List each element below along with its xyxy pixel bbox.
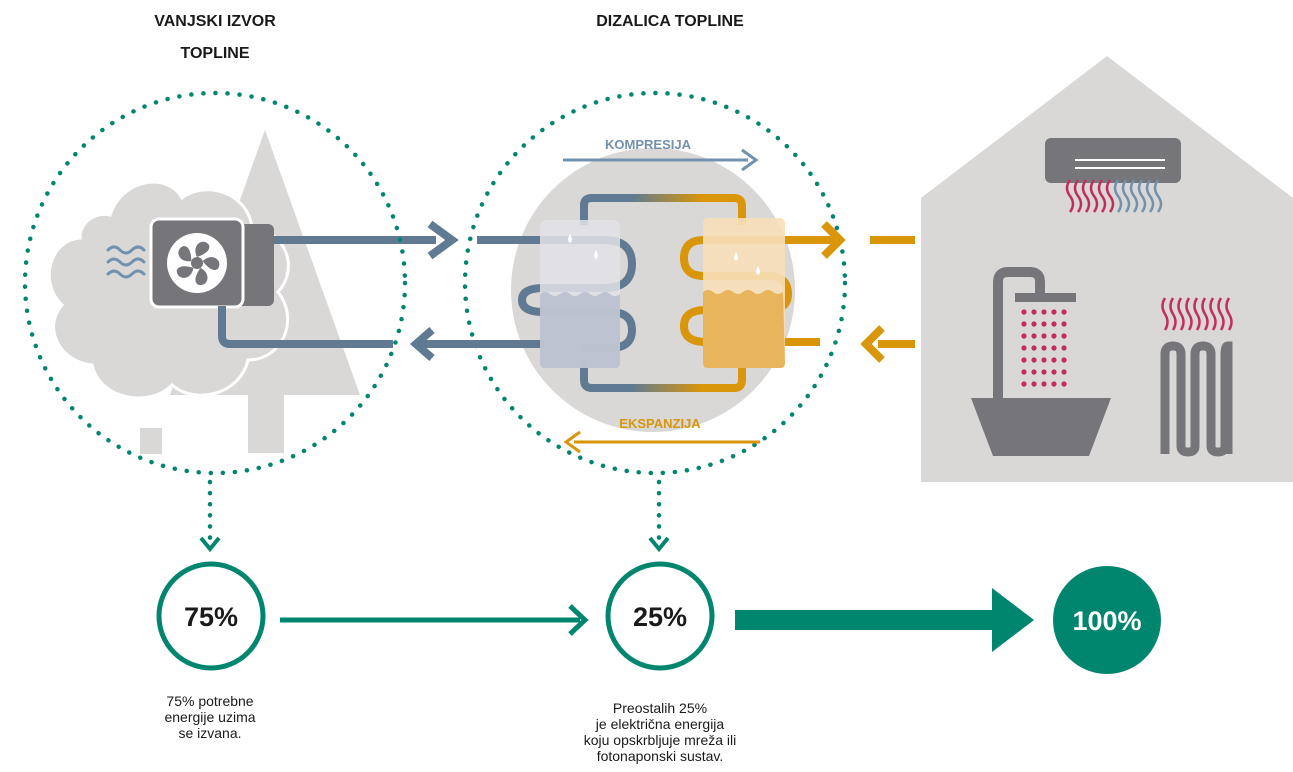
source-dotted-circle: [22, 90, 408, 476]
heat-pump: KOMPRESIJA EKSPANZIJA: [409, 90, 848, 476]
thick-flow-arrowhead: [992, 588, 1034, 652]
compression-arrowhead: [741, 148, 759, 172]
electric-caption: Preostalih 25% je električna energija ko…: [560, 700, 760, 764]
radiator-heat-icon: [1161, 297, 1233, 331]
house-shape: [921, 56, 1293, 482]
expansion-label: EKSPANZIJA: [619, 416, 701, 431]
thin-flow-arrowhead: [568, 604, 589, 636]
top-refrigerant-pipe: [580, 194, 746, 225]
evaporator-coil: [477, 236, 637, 352]
source-caption-line: 75% potrebne: [166, 693, 254, 709]
electric-percentage: 25%: [633, 602, 687, 632]
compression-label: KOMPRESIJA: [605, 137, 692, 152]
wind-icon: [106, 245, 146, 279]
source-percentage: 75%: [184, 602, 238, 632]
total-percentage: 100%: [1072, 606, 1141, 636]
condenser-liquid: [703, 290, 785, 368]
title-source-line2: TOPLINE: [180, 45, 250, 62]
bathtub-icon: [971, 398, 1111, 456]
bush-trunk: [140, 428, 162, 454]
electric-caption-line: fotonaponski sustav.: [596, 748, 724, 764]
shower-water-icon: [1021, 309, 1067, 387]
source-return-pipe: [218, 306, 393, 348]
radiator-icon: [1160, 341, 1233, 457]
source-supply-arrowhead: [427, 220, 459, 260]
energy-summary: 75% 25% 100%: [156, 479, 1161, 674]
evaporator-liquid: [540, 292, 620, 368]
ac-airflow-icon: [1065, 179, 1163, 213]
pump-return-arrowhead: [409, 326, 435, 362]
pump-dotted-circle: [462, 90, 848, 476]
source-percentage-circle: [156, 561, 266, 671]
condenser-coil: [679, 236, 834, 346]
evaporator-drops-icon: [568, 234, 598, 259]
electric-caption-line: je električna energija: [595, 716, 725, 732]
electric-percentage-circle: [605, 561, 715, 671]
expansion-arrowhead: [563, 430, 581, 454]
pump-chevron-icon: [648, 536, 670, 553]
shower-head-icon: [1015, 293, 1076, 302]
house: [860, 56, 1293, 482]
bottom-refrigerant-pipe: [580, 360, 746, 392]
source-caption-line: energije uzima: [164, 709, 256, 725]
title-source-line1: VANJSKI IZVOR: [154, 13, 276, 30]
thick-flow-arrow: [735, 610, 1007, 630]
shower-pipe-icon: [993, 267, 1045, 400]
condenser-drops-icon: [734, 252, 760, 275]
house-return-arrowhead: [860, 325, 885, 363]
title-source: VANJSKI IZVOR TOPLINE: [95, 6, 335, 70]
source-chevron-icon: [199, 536, 221, 553]
condenser-supply-arrowhead: [821, 221, 846, 259]
source-caption: 75% potrebne energije uzima se izvana.: [130, 693, 290, 741]
title-heat-pump: DIZALICA TOPLINE: [596, 13, 744, 30]
outdoor-scene: [22, 90, 459, 476]
source-caption-line: se izvana.: [178, 725, 242, 741]
total-percentage-circle: [1053, 566, 1161, 674]
tree-trunk: [248, 395, 284, 453]
electric-caption-line: koju opskrbljuje mreža ili: [583, 732, 737, 748]
electric-caption-line: Preostalih 25%: [612, 700, 708, 716]
